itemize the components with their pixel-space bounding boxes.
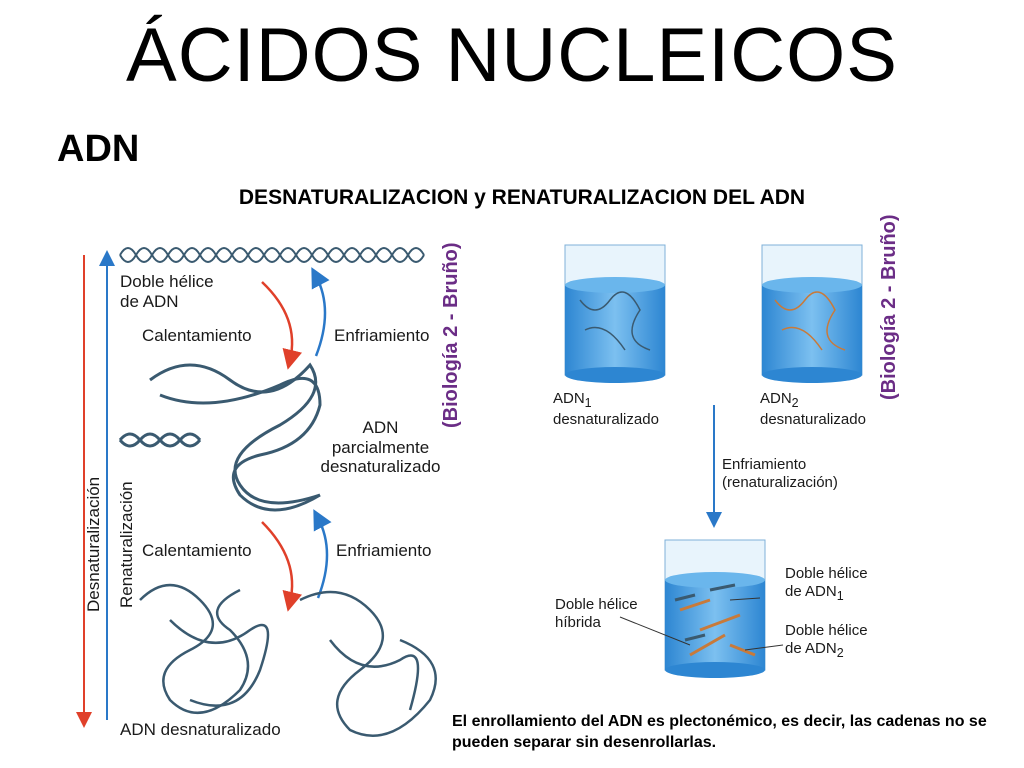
cooling-arrow-2 bbox=[313, 509, 332, 599]
label-hybrid-helix: Doble hélice híbrida bbox=[555, 596, 638, 631]
source-label-right: (Biología 2 - Bruño) bbox=[878, 214, 900, 400]
label-cooling-1: Enfriamiento bbox=[334, 326, 430, 345]
double-helix-top bbox=[119, 247, 425, 263]
source-label-left: (Biología 2 - Bruño) bbox=[440, 242, 462, 428]
partially-denatured-dna bbox=[118, 362, 322, 512]
heating-arrow-1 bbox=[261, 281, 303, 370]
axis-label-denaturation: Desnaturalización bbox=[84, 476, 103, 612]
label-cooling-renaturation: Enfriamiento(renaturalización) bbox=[722, 456, 838, 491]
label-cooling-2: Enfriamiento bbox=[336, 541, 432, 560]
label-partially-denatured: ADN parcialmente desnaturalizado bbox=[320, 418, 441, 477]
beaker-adn2 bbox=[761, 244, 863, 383]
label-denatured-dna: ADN desnaturalizado bbox=[120, 720, 281, 739]
beaker-result bbox=[664, 539, 766, 678]
heating-arrow-2 bbox=[261, 521, 303, 612]
beaker-adn1 bbox=[564, 244, 666, 383]
label-heating-2: Calentamiento bbox=[142, 541, 252, 560]
axis-label-renaturation: Renaturalización bbox=[117, 481, 136, 608]
page-title: ÁCIDOS NUCLEICOS bbox=[126, 13, 898, 98]
caption-text: El enrollamiento del ADN es plectonémico… bbox=[452, 713, 987, 751]
section-subtitle: ADN bbox=[57, 128, 140, 170]
label-double-helix: Doble hélice de ADN bbox=[120, 272, 214, 311]
cooling-arrow-1 bbox=[311, 267, 330, 357]
label-heating-1: Calentamiento bbox=[142, 326, 252, 345]
denatured-dna-tangles bbox=[139, 583, 437, 737]
diagram-heading: DESNATURALIZACION y RENATURALIZACION DEL… bbox=[238, 186, 806, 209]
